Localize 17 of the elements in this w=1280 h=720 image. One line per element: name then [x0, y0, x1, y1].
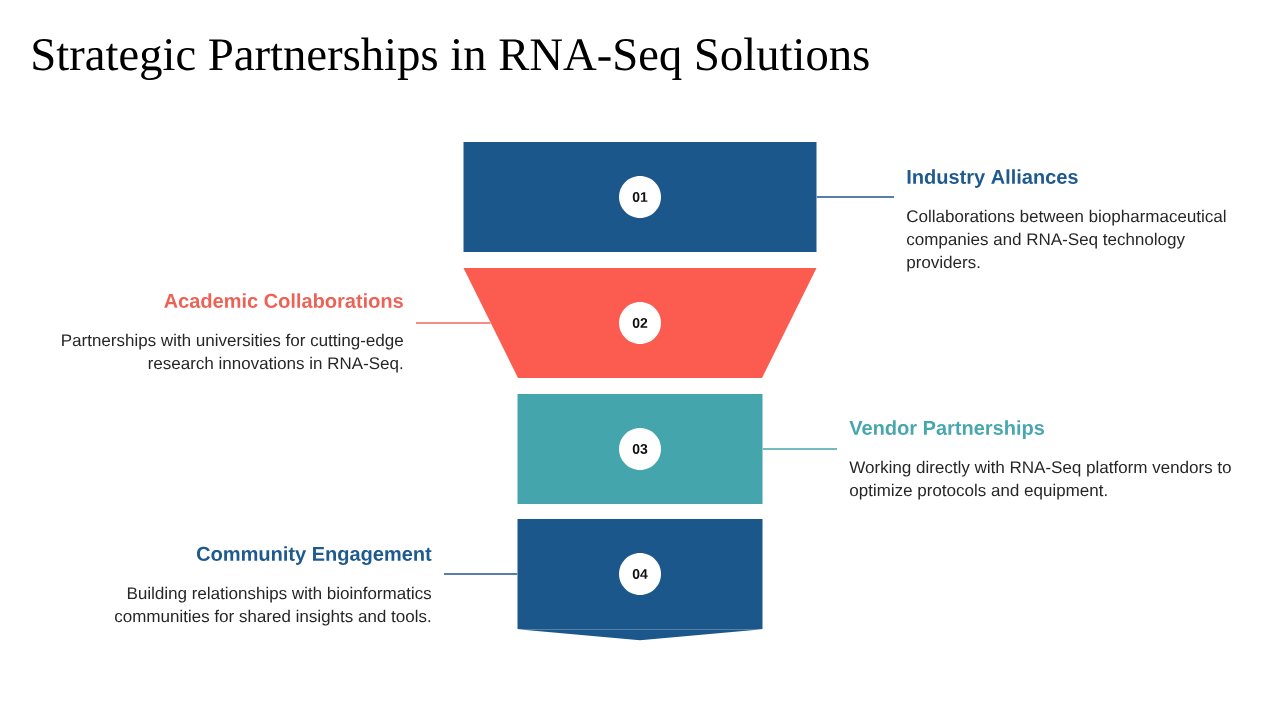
body-text: Working directly with RNA-Seq platform vendors to optimize protocols and equipment.: [849, 460, 1231, 500]
heading: Vendor Partnerships: [849, 420, 1045, 439]
body-text: Building relationships with bioinformatics communities for shared insights and tools.: [115, 586, 432, 626]
leader-line: [762, 448, 838, 450]
heading: Community Engagement: [197, 546, 432, 565]
heading: Industry Alliances: [907, 169, 1078, 188]
leader-line: [816, 196, 895, 198]
title: Strategic Partnerships in RNA-Seq Solutions: [33, 37, 869, 81]
funnel-segment: [463, 268, 817, 378]
funnel-segment: [463, 142, 817, 252]
body-text: Collaborations between biopharmaceutical companies and RNA-Seq technology providers.: [907, 209, 1226, 272]
heading: Academic Collaborations: [164, 293, 403, 308]
funnel-segment: [517, 519, 763, 641]
funnel-segment: [517, 394, 763, 504]
leader-line: [415, 322, 492, 324]
body-text: Partnerships with universities for cutting-edge research innovations in RNA-Seq.: [62, 333, 403, 373]
leader-line: [443, 573, 518, 575]
